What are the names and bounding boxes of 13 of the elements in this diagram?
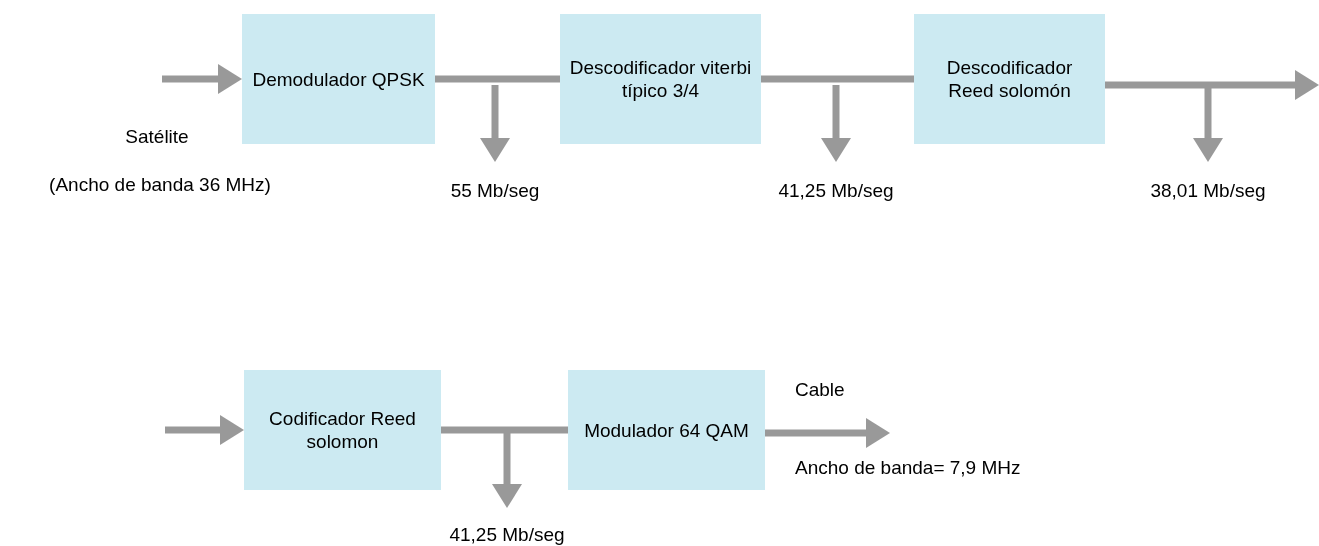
- annotation-text: Ancho de banda= 7,9 MHz: [795, 456, 1022, 479]
- bit-rate-label: 41,25 Mb/seg: [437, 508, 577, 546]
- annotation-text: (Ancho de banda 36 MHz): [48, 173, 272, 196]
- bit-rate-label: 55 Mb/seg: [425, 162, 565, 202]
- bit-rate-label: 38,01 Mb/seg: [1138, 162, 1278, 202]
- bit-rate-label: 41,25 Mb/seg: [766, 162, 906, 202]
- process-block: Demodulador QPSK: [242, 14, 435, 144]
- process-block: Modulador 64 QAM: [568, 370, 765, 490]
- annotation-text: Satélite: [124, 125, 190, 148]
- process-block: Descodificador viterbi típico 3/4: [560, 14, 761, 144]
- annotation-text: Cable: [795, 378, 846, 401]
- process-block: Descodificador Reed solomón: [914, 14, 1105, 144]
- process-block: Codificador Reed solomon: [244, 370, 441, 490]
